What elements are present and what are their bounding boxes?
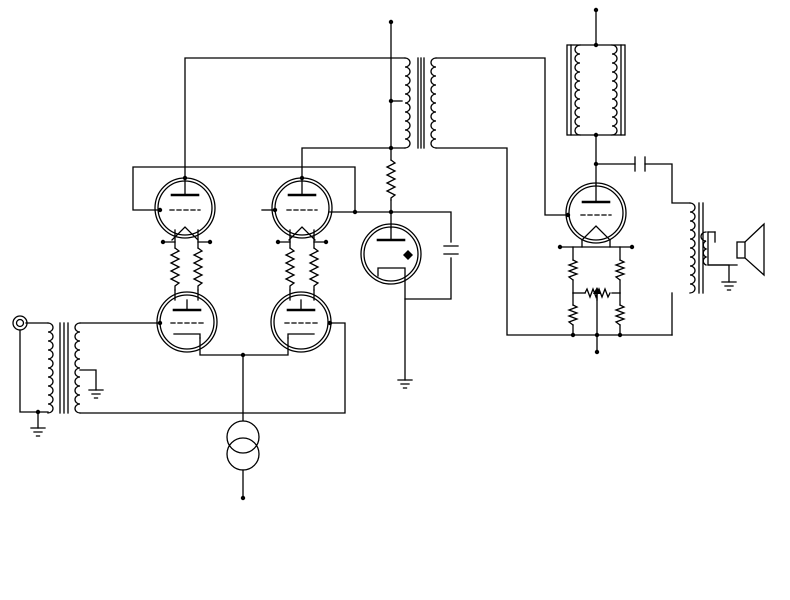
choke-transformer — [566, 44, 626, 136]
rectifier-tube — [360, 223, 422, 285]
speaker — [736, 222, 765, 277]
current-source — [226, 420, 260, 471]
filter-capacitor — [443, 245, 459, 255]
output-transformer — [689, 202, 709, 294]
input-tube-right — [271, 177, 333, 241]
junction-dots — [35, 7, 635, 501]
interstage-transformer — [390, 57, 437, 149]
driver-tube-right — [270, 291, 332, 353]
driver-tube-left — [156, 291, 218, 353]
dropping-resistor — [385, 159, 397, 201]
input-transformer — [47, 322, 81, 414]
coupling-capacitor — [634, 156, 646, 172]
ground-symbol — [30, 281, 737, 437]
cathode-resistors — [567, 259, 626, 326]
input-jack — [12, 315, 28, 331]
output-tube — [565, 182, 627, 244]
input-tube-left — [154, 177, 216, 241]
